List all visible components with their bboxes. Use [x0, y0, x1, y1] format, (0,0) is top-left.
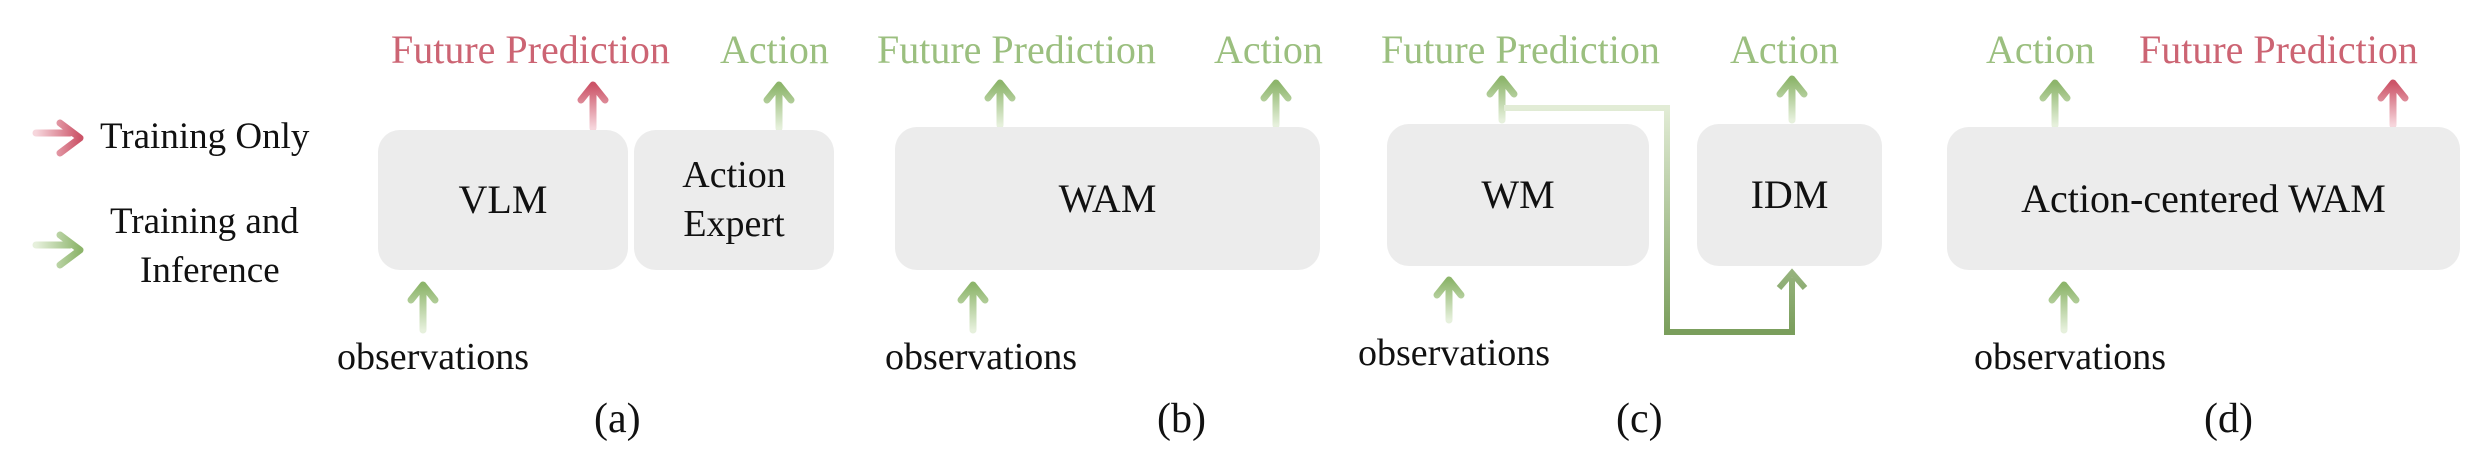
panel-d-caption: (d): [2204, 396, 2253, 442]
arrow-wam-to-action: [1260, 79, 1292, 129]
arrow-acwam-to-future: [2377, 79, 2409, 129]
arrow-idm-to-action: [1776, 75, 1808, 124]
connector-future-to-idm: [1504, 105, 1808, 335]
wm-box: WM: [1387, 124, 1649, 266]
idm-box: IDM: [1697, 124, 1882, 266]
vlm-label: VLM: [458, 177, 548, 222]
arrow-expert-to-action: [763, 81, 795, 132]
arrow-wm-to-future: [1486, 75, 1518, 124]
legend-training-and-inference-1: Training and: [110, 201, 299, 242]
panel-a-future-prediction: Future Prediction: [391, 27, 670, 72]
action-centered-wam-label: Action-centered WAM: [2021, 175, 2386, 221]
wm-label: WM: [1481, 172, 1555, 217]
panel-c-caption: (c): [1616, 396, 1663, 442]
arrow-acwam-to-action: [2039, 79, 2071, 129]
arrow-obs-to-vlm: [407, 281, 439, 334]
panel-c-future-prediction: Future Prediction: [1381, 27, 1660, 72]
arrow-obs-to-wm: [1433, 276, 1465, 324]
panel-b-caption: (b): [1157, 396, 1206, 442]
legend-red-arrow: [32, 119, 84, 157]
legend-training-and-inference-2: Inference: [140, 250, 280, 291]
panel-b-future-prediction: Future Prediction: [877, 27, 1156, 72]
panel-d-future-prediction: Future Prediction: [2139, 27, 2418, 72]
action-expert-box: Action Expert: [634, 130, 834, 270]
action-expert-label: Action Expert: [682, 151, 785, 250]
wam-box: WAM: [895, 127, 1320, 270]
panel-a-caption: (a): [594, 396, 641, 442]
action-centered-wam-box: Action-centered WAM: [1947, 127, 2460, 270]
panel-d-observations: observations: [1974, 336, 2167, 378]
arrow-wam-to-future: [984, 79, 1016, 129]
panel-a-observations: observations: [337, 336, 530, 378]
panel-c-observations: observations: [1358, 332, 1551, 374]
legend-training-only: Training Only: [100, 116, 310, 157]
action-expert-line2: Expert: [683, 203, 785, 245]
arrow-obs-to-acwam: [2048, 281, 2080, 334]
panel-c-action: Action: [1730, 27, 1839, 72]
vlm-box: VLM: [378, 130, 628, 270]
panel-a-action: Action: [720, 27, 829, 72]
panel-d-action: Action: [1986, 27, 2095, 72]
legend-green-arrow: [32, 231, 84, 269]
panel-b-observations: observations: [885, 336, 1078, 378]
wam-label: WAM: [1058, 175, 1157, 221]
panel-b-action: Action: [1214, 27, 1323, 72]
action-expert-line1: Action: [682, 153, 786, 196]
arrow-obs-to-wam: [957, 281, 989, 334]
idm-label: IDM: [1750, 172, 1829, 217]
arrow-vlm-to-future: [577, 81, 609, 132]
